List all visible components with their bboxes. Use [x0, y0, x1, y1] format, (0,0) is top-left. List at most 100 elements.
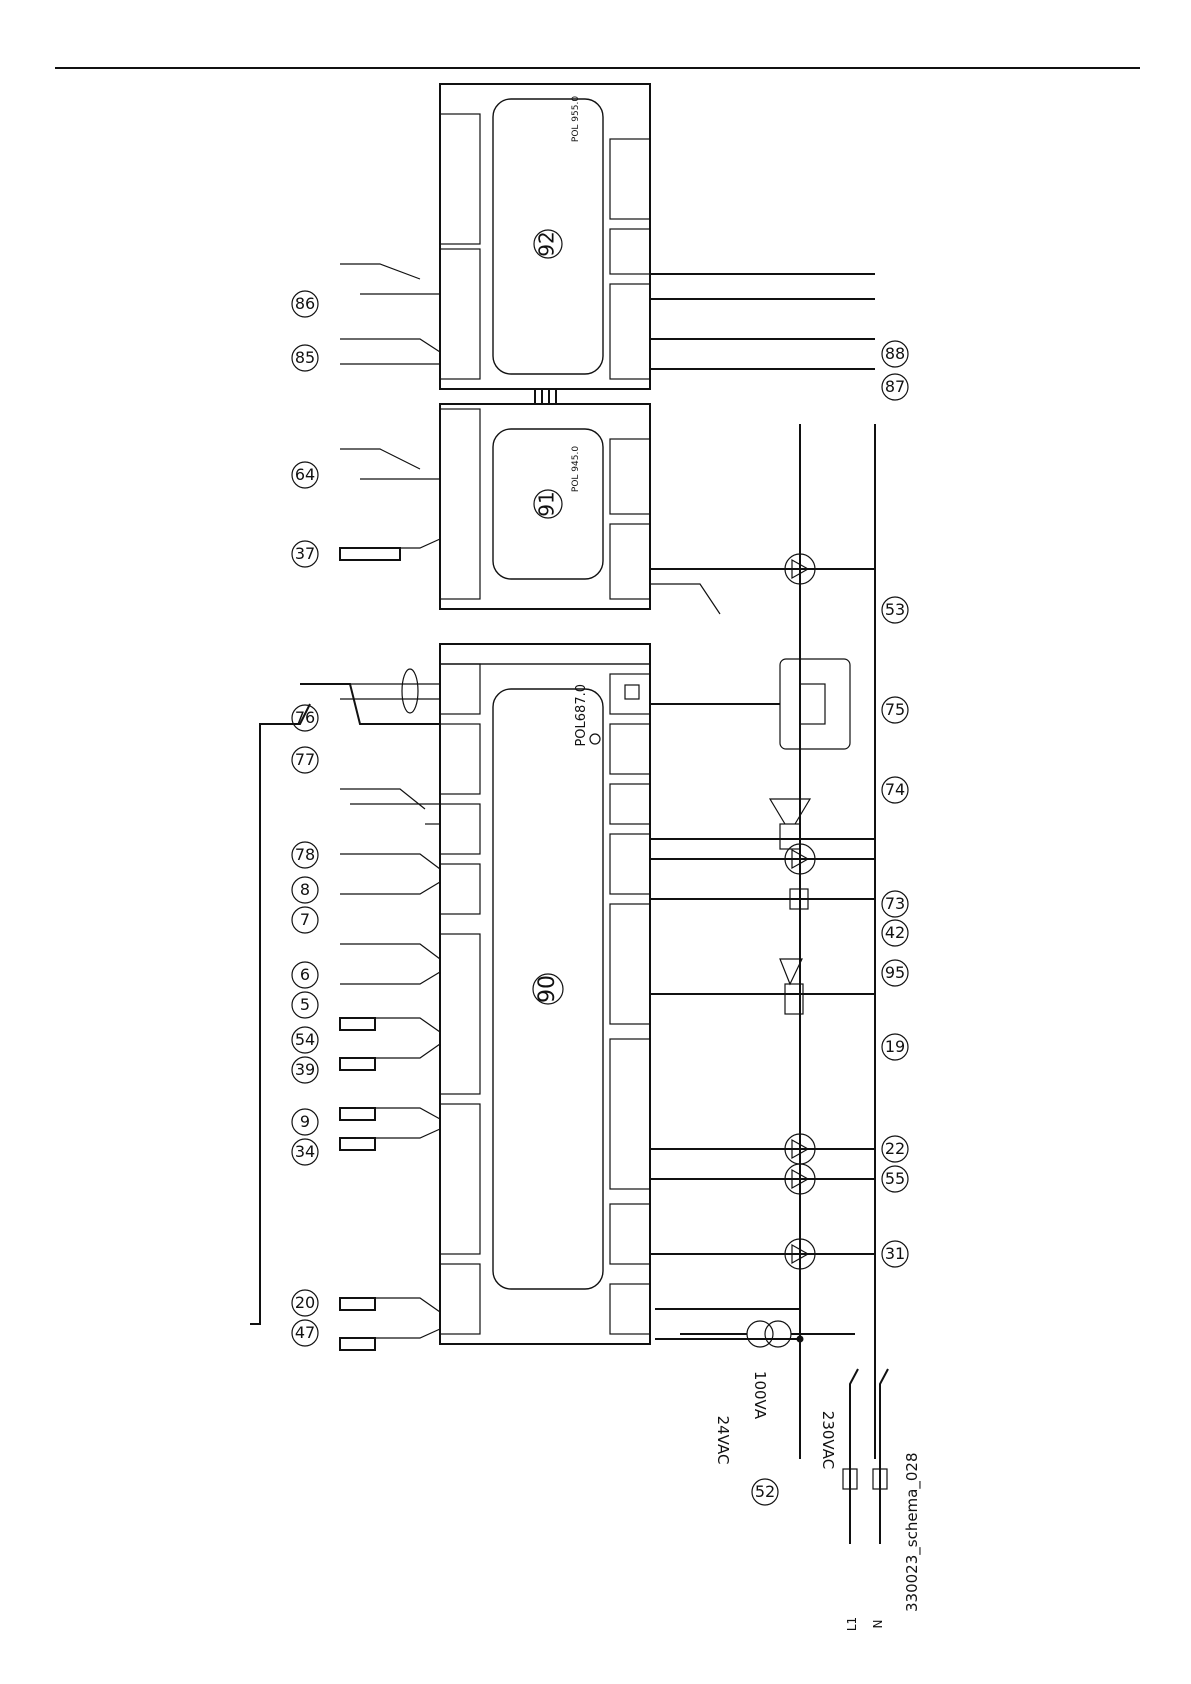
relay-95 [650, 889, 875, 909]
callout-39: 39 [292, 1057, 318, 1083]
controller-main-number: 90 [535, 975, 560, 1003]
callout-53: 53 [882, 597, 908, 623]
callout-54: 54 [292, 1027, 318, 1053]
callout-47: 47 [292, 1320, 318, 1346]
mains-supply [843, 1369, 888, 1544]
output-55 [650, 1164, 875, 1194]
output-31 [650, 1239, 875, 1269]
pump-53 [650, 554, 875, 614]
supply-neutral-label: N [871, 1620, 885, 1629]
callouts-left: 47 20 34 9 39 54 5 6 7 8 78 77 76 37 64 … [292, 291, 318, 1346]
svg-text:8: 8 [300, 880, 310, 899]
callout-76: 76 [292, 705, 318, 731]
switch-64 [340, 449, 440, 479]
controller-module-2-number: 92 [535, 231, 559, 256]
svg-text:7: 7 [300, 910, 310, 929]
svg-text:53: 53 [885, 600, 905, 619]
callout-75: 75 [882, 697, 908, 723]
transformer-primary-voltage: 230VAC [819, 1411, 837, 1469]
switch-77 [250, 684, 440, 1324]
callout-74: 74 [882, 777, 908, 803]
svg-text:6: 6 [300, 965, 310, 984]
callout-42: 42 [882, 920, 908, 946]
controller-main: 90 POL687.0 [440, 644, 650, 1344]
svg-text:9: 9 [300, 1112, 310, 1131]
svg-text:75: 75 [885, 700, 905, 719]
signal-7-8 [340, 854, 440, 894]
callout-6: 6 [292, 962, 318, 988]
svg-text:42: 42 [885, 923, 905, 942]
callout-7: 7 [292, 907, 318, 933]
signal-85 [340, 339, 440, 364]
svg-text:77: 77 [295, 750, 315, 769]
svg-text:88: 88 [885, 344, 905, 363]
pump-42 [650, 844, 875, 874]
svg-text:86: 86 [295, 294, 315, 313]
sensor-20 [340, 1298, 440, 1312]
callout-86: 86 [292, 291, 318, 317]
svg-text:95: 95 [885, 963, 905, 982]
svg-text:55: 55 [885, 1169, 905, 1188]
svg-text:22: 22 [885, 1139, 905, 1158]
svg-text:87: 87 [885, 377, 905, 396]
callout-77: 77 [292, 747, 318, 773]
switch-78 [340, 789, 440, 824]
controller-module-1: 91 POL 945.0 [440, 404, 650, 609]
callout-73: 73 [882, 891, 908, 917]
controller-module-1-number: 91 [535, 491, 559, 516]
svg-text:76: 76 [295, 708, 315, 727]
callout-20: 20 [292, 1290, 318, 1316]
transformer-secondary-voltage: 24VAC [714, 1416, 732, 1465]
callout-31: 31 [882, 1241, 908, 1267]
svg-text:74: 74 [885, 780, 905, 799]
callout-34: 34 [292, 1139, 318, 1165]
svg-text:34: 34 [295, 1142, 315, 1161]
controller-module-2: 92 POL 955.0 [440, 84, 650, 389]
svg-text:39: 39 [295, 1060, 315, 1079]
alarm-73 [650, 799, 875, 849]
svg-text:47: 47 [295, 1323, 315, 1342]
svg-text:54: 54 [295, 1030, 315, 1049]
sensor-34 [340, 1129, 440, 1150]
output-87-88 [650, 274, 875, 369]
controller-module-2-model: POL 955.0 [571, 96, 581, 142]
switch-86 [340, 264, 440, 294]
callout-95: 95 [882, 960, 908, 986]
callout-78: 78 [292, 842, 318, 868]
bus-wiring [655, 424, 875, 1459]
sensor-54 [340, 1018, 440, 1032]
svg-text:5: 5 [300, 995, 310, 1014]
bus-connector [535, 389, 556, 404]
transformer-rating: 100VA [751, 1371, 769, 1420]
svg-text:73: 73 [885, 894, 905, 913]
callouts-right: 31 55 22 19 95 42 73 74 75 53 87 88 [882, 341, 908, 1267]
svg-text:19: 19 [885, 1037, 905, 1056]
signal-5-6 [340, 944, 440, 984]
supply-line-label: L1 [845, 1617, 859, 1631]
output-22 [650, 1134, 875, 1164]
transformer-52 [680, 1321, 855, 1347]
svg-text:78: 78 [295, 845, 315, 864]
callout-88: 88 [882, 341, 908, 367]
sensor-47 [340, 1329, 440, 1350]
callout-87: 87 [882, 374, 908, 400]
callout-55: 55 [882, 1166, 908, 1192]
drawing-id: 330023_schema_028 [903, 1453, 922, 1613]
controller-main-model: POL687.0 [574, 684, 589, 747]
callout-52: 52 [752, 1479, 778, 1505]
svg-text:85: 85 [295, 348, 315, 367]
callout-85: 85 [292, 345, 318, 371]
callout-19: 19 [882, 1034, 908, 1060]
sensor-37 [340, 539, 440, 560]
schematic: 90 POL687.0 91 POL 945.0 92 POL 9 [250, 84, 888, 1544]
callout-8: 8 [292, 877, 318, 903]
svg-text:31: 31 [885, 1244, 905, 1263]
callout-5: 5 [292, 992, 318, 1018]
sensor-9 [340, 1108, 440, 1120]
svg-text:52: 52 [755, 1482, 775, 1501]
controller-module-1-model: POL 945.0 [571, 446, 581, 492]
callout-37: 37 [292, 541, 318, 567]
display-75 [650, 659, 850, 749]
sensor-39 [340, 1044, 440, 1070]
